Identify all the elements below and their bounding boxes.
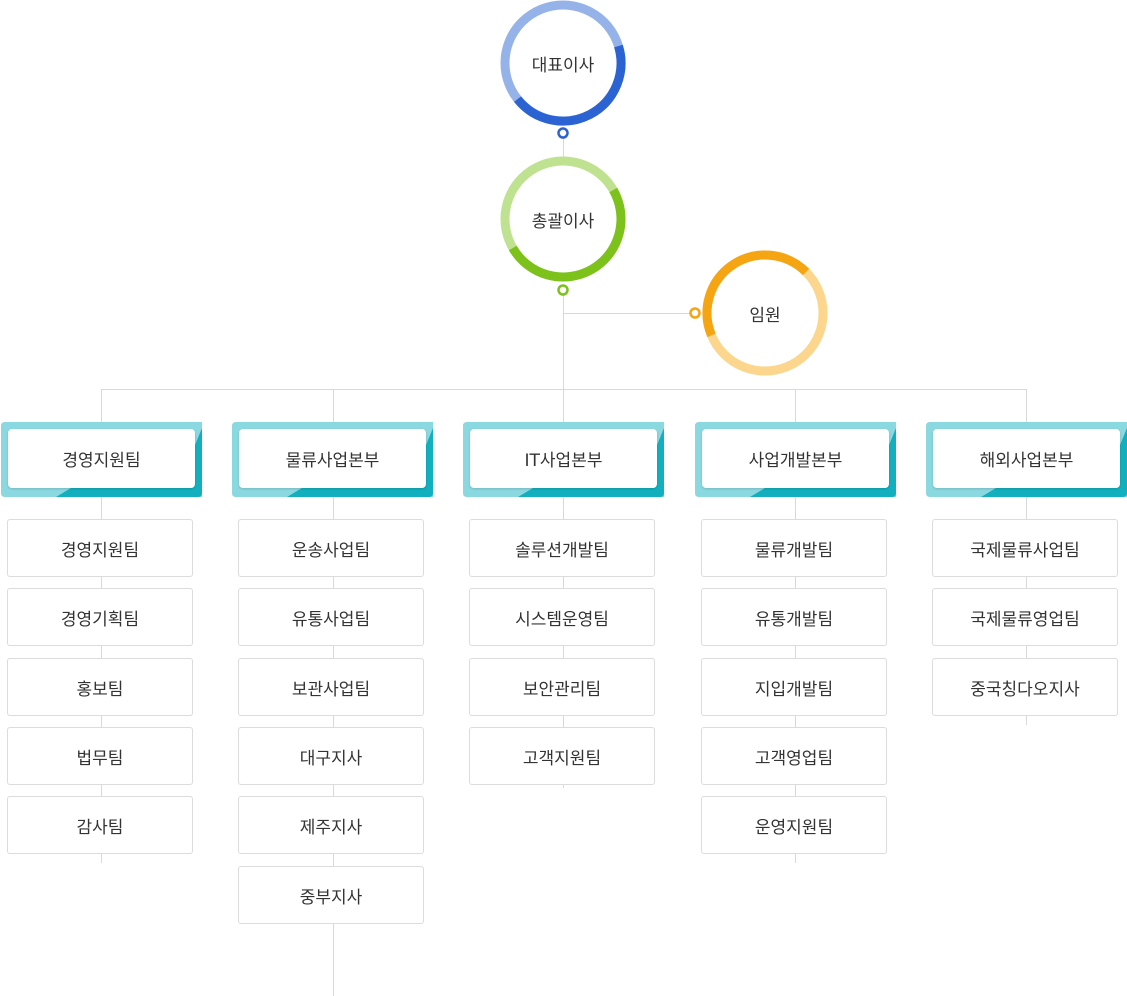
executive-node: 임원 [749,306,781,326]
department-box: 물류사업본부 [232,422,433,497]
department-box: 경영지원팀 [1,422,202,497]
team-box: 대구지사 [238,727,424,785]
executive-ring [689,250,828,376]
ceo-ring [500,0,626,139]
department-box: IT사업본부 [463,422,664,497]
department-label: 해외사업본부 [933,429,1120,488]
department-label: 물류사업본부 [239,429,426,488]
team-box: 시스템운영팀 [469,588,655,646]
team-box: 경영지원팀 [7,519,193,577]
department-box: 사업개발본부 [695,422,896,497]
department-label: IT사업본부 [470,429,657,488]
team-box: 운송사업팀 [238,519,424,577]
team-box: 유통개발팀 [701,588,887,646]
ceo-connector-dot [557,127,569,139]
team-box: 솔루션개발팀 [469,519,655,577]
team-box: 지입개발팀 [701,658,887,716]
gm-connector-dot [557,284,569,296]
team-box: 고객지원팀 [469,727,655,785]
team-box: 물류개발팀 [701,519,887,577]
team-box: 중부지사 [238,866,424,924]
department-label: 사업개발본부 [702,429,889,488]
team-box: 유통사업팀 [238,588,424,646]
team-box: 고객영업팀 [701,727,887,785]
team-box: 감사팀 [7,796,193,854]
team-box: 보관사업팀 [238,658,424,716]
team-box: 홍보팀 [7,658,193,716]
team-box: 제주지사 [238,796,424,854]
team-box: 중국칭다오지사 [932,658,1118,716]
exec-connector-dot [689,307,701,319]
team-box: 국제물류영업팀 [932,588,1118,646]
department-label: 경영지원팀 [8,429,195,488]
team-box: 법무팀 [7,727,193,785]
general-manager-node: 총괄이사 [531,212,595,232]
team-box: 보안관리팀 [469,658,655,716]
gm-ring [500,156,626,296]
department-box: 해외사업본부 [926,422,1127,497]
team-box: 국제물류사업팀 [932,519,1118,577]
ceo-node: 대표이사 [531,56,595,76]
team-box: 운영지원팀 [701,796,887,854]
team-box: 경영기획팀 [7,588,193,646]
